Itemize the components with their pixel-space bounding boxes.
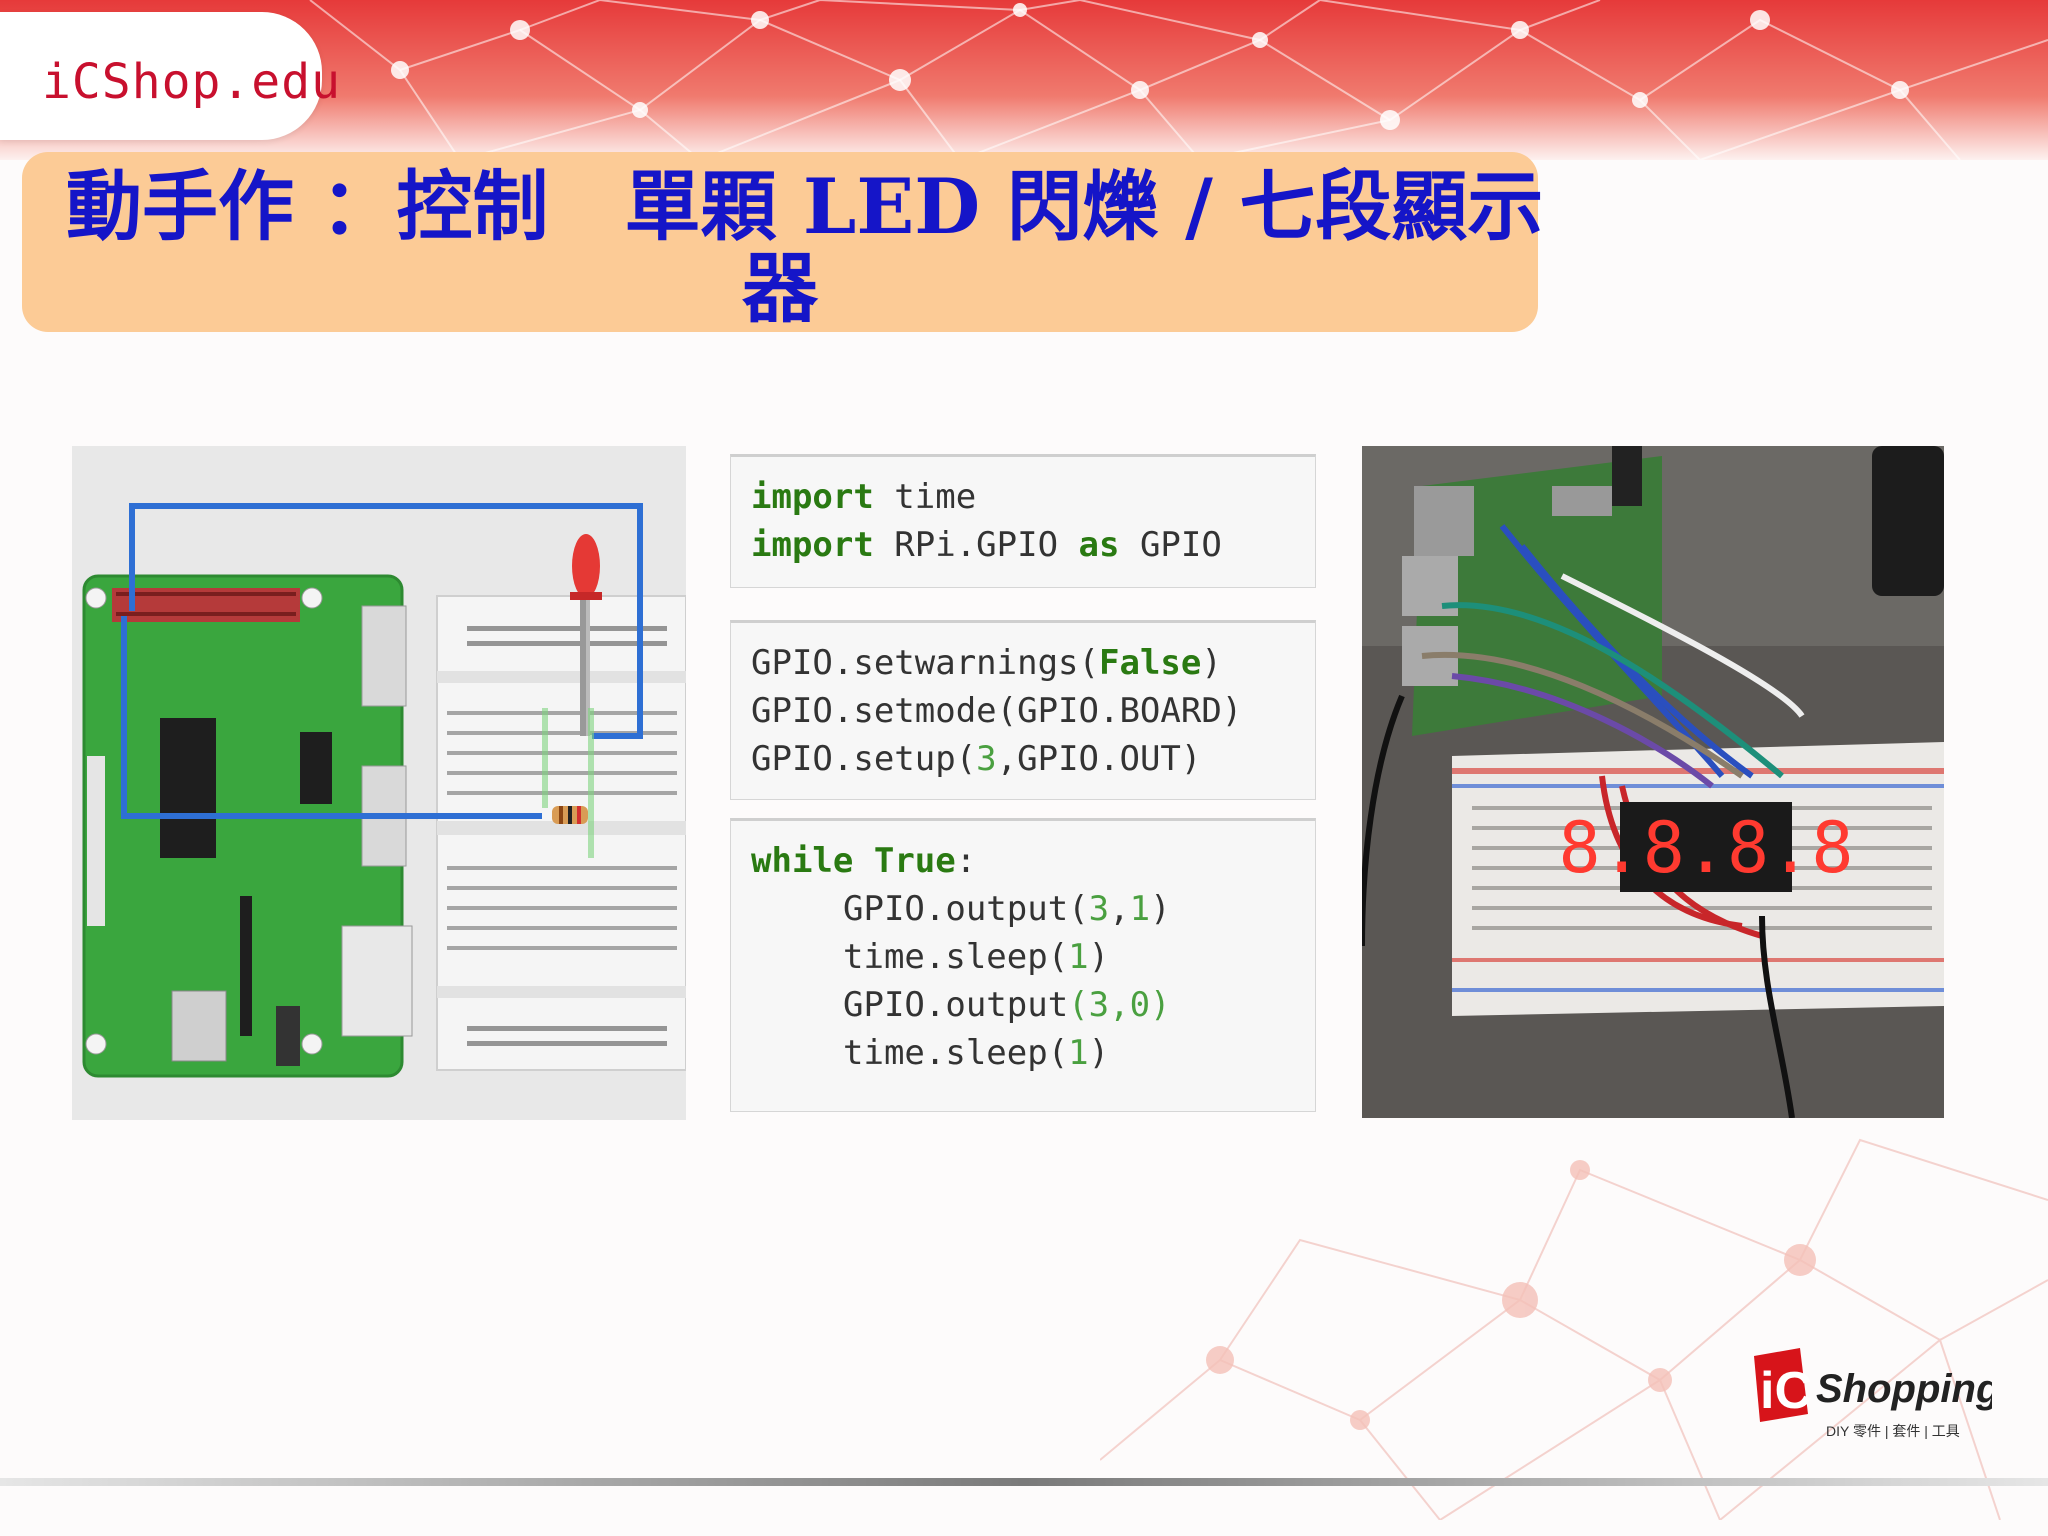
code-text: GPIO.setup( <box>751 739 977 779</box>
code-text: GPIO.output( <box>843 889 1089 929</box>
code-keyword: True <box>873 841 956 881</box>
network-pattern-graphic <box>0 0 2048 160</box>
brand-tagline: DIY 零件 | 套件 | 工具 <box>1826 1423 1960 1439</box>
icshop-edu-logo: iCShop.edu <box>42 54 341 110</box>
brand-badge: iC <box>1760 1362 1812 1420</box>
code-line: GPIO.setwarnings(False) <box>731 639 1315 687</box>
code-keyword: import <box>751 477 874 517</box>
circuit-diagram <box>72 446 687 1120</box>
code-cell-loop: while True: GPIO.output(3,1) time.sleep(… <box>730 818 1316 1112</box>
code-text: ) <box>1088 1033 1110 1073</box>
header-banner: iCShop.edu <box>0 0 2048 160</box>
code-line: import time <box>731 473 1315 521</box>
code-number: 3 <box>976 739 997 779</box>
code-number: (3,0) <box>1068 985 1171 1025</box>
code-number: 1 <box>1068 937 1089 977</box>
breadboard-seven-segment-illustration: 8.8.8.8 <box>1362 446 1944 1118</box>
brand-name: Shopping <box>1816 1367 1992 1411</box>
footer-divider <box>0 1478 2048 1486</box>
code-line: GPIO.output(3,0) <box>731 981 1315 1029</box>
code-text: GPIO <box>1119 525 1222 565</box>
code-text: RPi.GPIO <box>873 525 1079 565</box>
code-number: 3 <box>1088 889 1110 929</box>
code-line: time.sleep(1) <box>731 1029 1315 1077</box>
slide-title-continued: 器 <box>742 244 818 333</box>
code-keyword: import <box>751 525 874 565</box>
background-network-decoration <box>1100 1138 2048 1520</box>
code-text: GPIO.output <box>843 985 1069 1025</box>
slide-title-box: 動手作 ：控制 單顆 LED 閃爍 / 七段顯示 器 <box>22 152 1544 333</box>
code-text: time.sleep( <box>843 1033 1069 1073</box>
code-line: GPIO.setmode(GPIO.BOARD) <box>751 691 1243 731</box>
code-line: while True: <box>731 837 1315 885</box>
slide-title: 動手作 ：控制 單顆 LED 閃爍 / 七段顯示 <box>66 162 1544 251</box>
code-keyword: while <box>751 841 854 881</box>
code-line: import RPi.GPIO as GPIO <box>731 521 1315 569</box>
code-text: : <box>955 841 977 881</box>
code-line: time.sleep(1) <box>731 933 1315 981</box>
code-keyword: as <box>1078 525 1120 565</box>
icshopping-logo: iC Shopping DIY 零件 | 套件 | 工具 <box>1746 1336 2000 1446</box>
code-text: ,GPIO.OUT) <box>996 739 1202 779</box>
code-text: ) <box>1201 643 1222 683</box>
code-keyword: False <box>1099 643 1202 683</box>
code-line: GPIO.output(3,1) <box>731 885 1315 933</box>
code-text: , <box>1109 889 1130 929</box>
code-text: time.sleep( <box>843 937 1069 977</box>
seven-segment-photo: 8.8.8.8 <box>1362 446 1944 1118</box>
code-number: 1 <box>1129 889 1151 929</box>
seven-segment-readout: 8.8.8.8 <box>1558 807 1853 889</box>
code-cell-imports: import time import RPi.GPIO as GPIO <box>730 454 1316 588</box>
logo-tab: iCShop.edu <box>0 12 340 140</box>
code-line: GPIO.setup(3,GPIO.OUT) <box>731 735 1315 783</box>
code-text: GPIO.setwarnings( <box>751 643 1099 683</box>
raspberry-pi-led-wiring-illustration <box>82 503 687 1078</box>
code-text: ) <box>1150 889 1171 929</box>
code-number: 1 <box>1068 1033 1089 1073</box>
code-text: ) <box>1088 937 1110 977</box>
code-text: time <box>873 477 977 517</box>
code-cell-setup: GPIO.setwarnings(False) GPIO.setmode(GPI… <box>730 620 1316 800</box>
